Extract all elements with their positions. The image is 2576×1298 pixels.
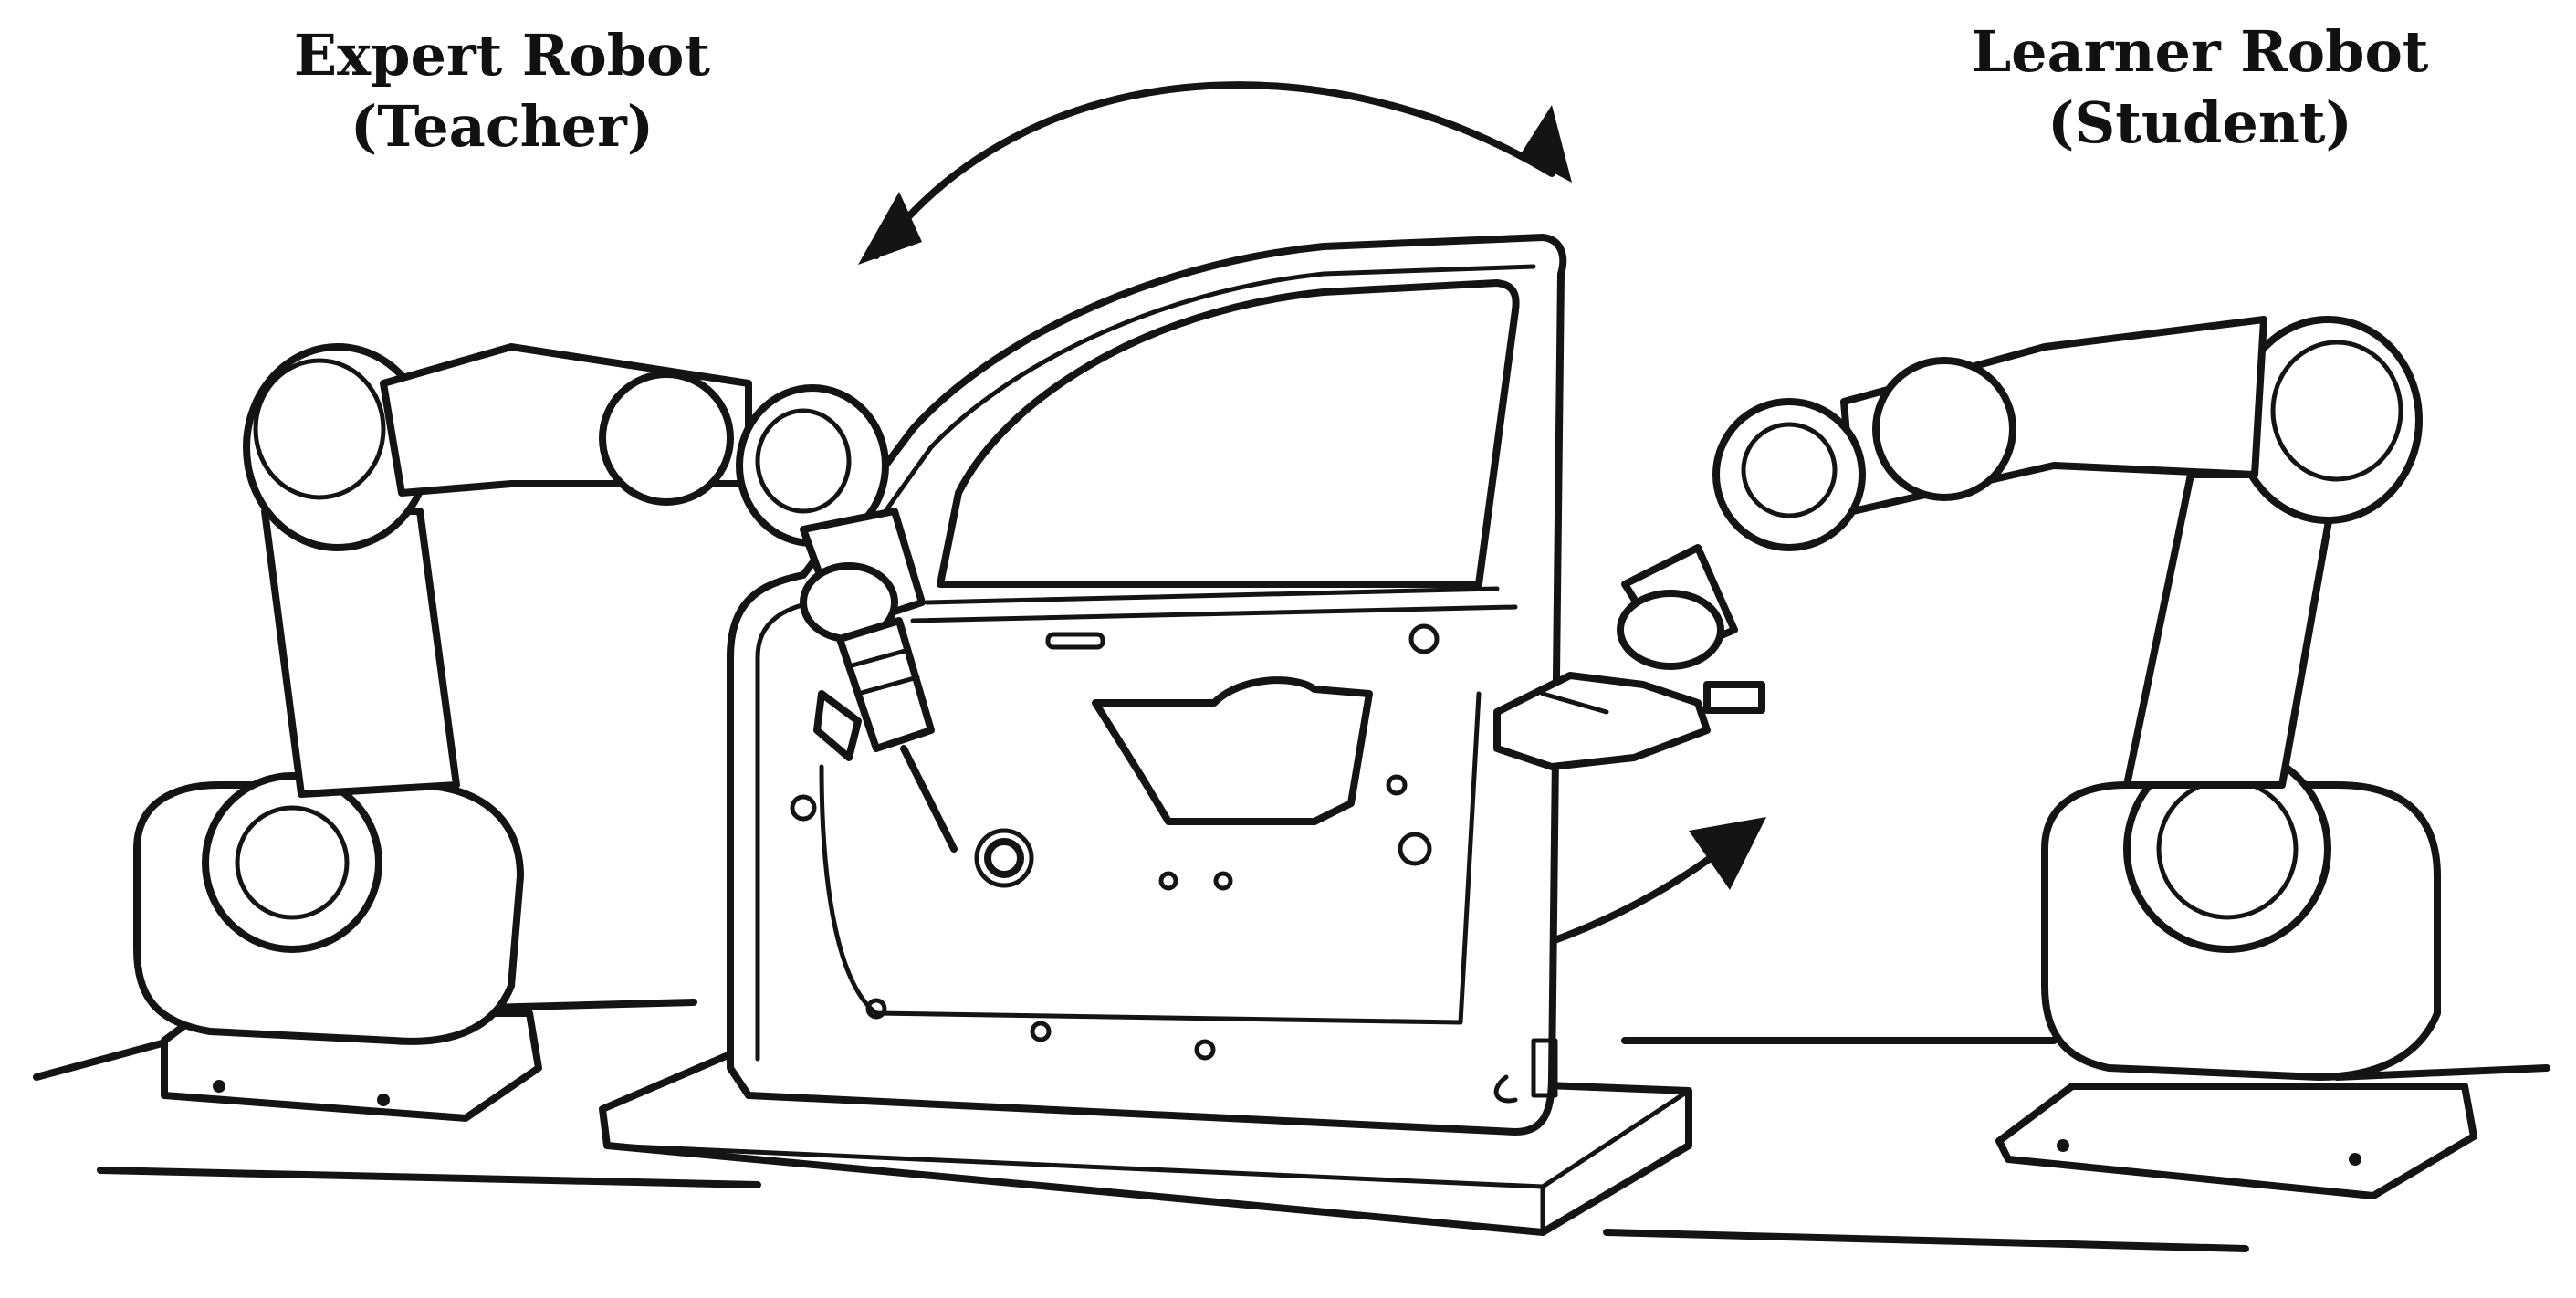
learner-robot-title: Learner Robot bbox=[1971, 18, 2429, 85]
door-bolt-holes bbox=[790, 623, 1440, 1061]
expert-robot bbox=[133, 343, 958, 1122]
expert-robot-label: Expert Robot (Teacher) bbox=[183, 20, 822, 162]
top-rotation-arrow bbox=[858, 81, 1572, 265]
car-door bbox=[727, 234, 1567, 1136]
learner-robot bbox=[1493, 316, 2477, 1199]
expert-robot-role: (Teacher) bbox=[350, 93, 654, 160]
learner-robot-role: (Student) bbox=[2047, 89, 2352, 156]
learner-robot-label: Learner Robot (Student) bbox=[1880, 16, 2519, 159]
expert-robot-title: Expert Robot bbox=[293, 22, 711, 89]
